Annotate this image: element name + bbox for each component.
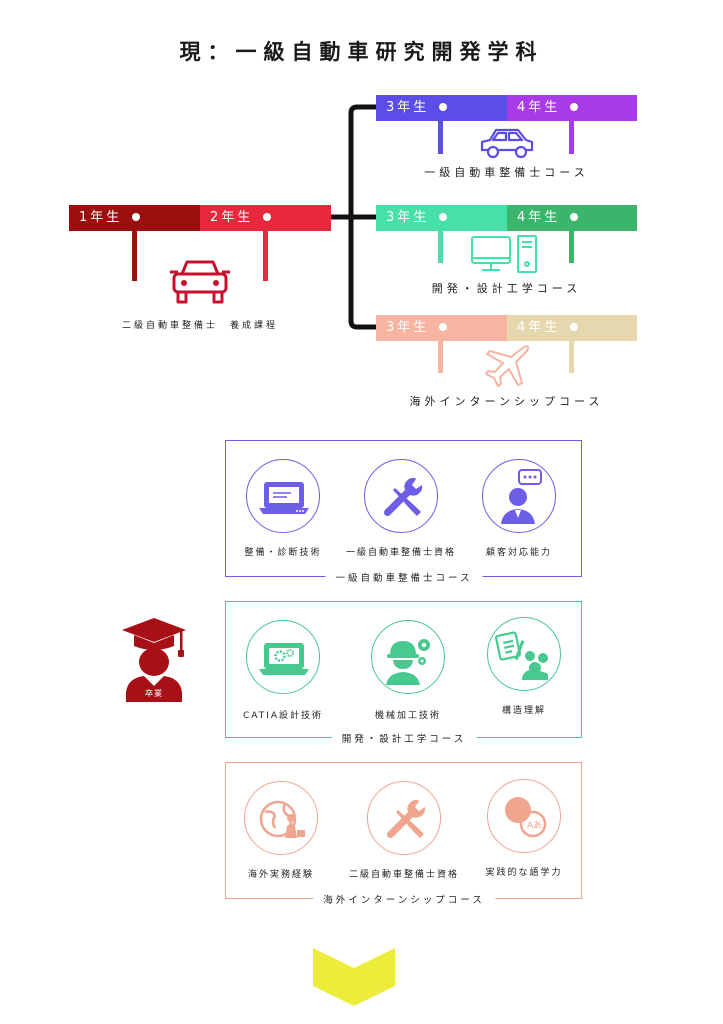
skill-box-internship: Aあ 海外実務経験 二級自動車整備士資格 実践的な語学力 海外インターンシップコ… <box>225 762 582 906</box>
svg-text:Aあ: Aあ <box>527 820 542 831</box>
skill-label: 一級自動車整備士資格 <box>345 548 457 558</box>
track1-year4-label: 4年生 <box>517 100 561 115</box>
track3-year3-bar: 3年生 <box>376 315 507 341</box>
track1-year4-bar: 4年生 <box>507 95 637 121</box>
track3-year4-bar: 4年生 <box>507 315 637 341</box>
dot-icon <box>439 102 448 111</box>
year1-stem <box>132 231 137 281</box>
track2-year3-label: 3年生 <box>386 210 430 225</box>
dot-icon <box>570 102 579 111</box>
globe-worker-icon <box>259 800 305 838</box>
graduation-icon <box>120 616 188 702</box>
skill-circle <box>367 781 441 855</box>
skill-label: 海外実務経験 <box>247 870 315 880</box>
dot-icon <box>439 212 448 221</box>
skill-circle <box>371 620 445 694</box>
track3-year4-stem <box>569 341 574 373</box>
skill-circle <box>246 620 320 694</box>
dot-icon <box>132 212 141 221</box>
customer-service-icon <box>501 469 542 524</box>
skill-box-title: 一級自動車整備士コース <box>325 570 483 584</box>
dot-icon <box>570 212 579 221</box>
track2-year3-bar: 3年生 <box>376 205 507 231</box>
skill-label: 機械加工技術 <box>374 711 442 721</box>
track2-year3-stem <box>438 231 443 263</box>
dot-icon <box>439 322 448 331</box>
skill-label: 顧客対応能力 <box>485 548 553 558</box>
year1-bar: 1年生 <box>69 205 200 231</box>
track2-year4-label: 4年生 <box>517 210 561 225</box>
year1-label: 1年生 <box>79 210 123 225</box>
year2-label: 2年生 <box>210 210 254 225</box>
skill-circle <box>246 459 320 533</box>
page-title: 現：一級自動車研究開発学科 <box>179 40 544 64</box>
language-icon: Aあ <box>505 797 547 838</box>
track1-course-label: 一級自動車整備士コース <box>424 166 589 179</box>
track2-year4-stem <box>569 231 574 263</box>
track3-year3-label: 3年生 <box>386 320 430 335</box>
track2-year4-bar: 4年生 <box>507 205 637 231</box>
team-icon <box>494 631 548 680</box>
computer-icon <box>470 234 542 274</box>
airplane-icon <box>482 343 530 389</box>
year1-course-label: 二級自動車整備士 養成課程 <box>121 321 278 331</box>
skill-label: 構造理解 <box>501 706 547 716</box>
track1-year3-bar: 3年生 <box>376 95 507 121</box>
skill-box-title: 海外インターンシップコース <box>313 892 495 906</box>
skill-label: 整備・診断技術 <box>244 548 322 558</box>
track3-year3-stem <box>438 341 443 373</box>
skill-circle <box>482 459 556 533</box>
track1-year3-label: 3年生 <box>386 100 430 115</box>
track2-course-label: 開発・設計工学コース <box>431 282 582 295</box>
cad-laptop-icon <box>259 643 309 675</box>
track3-course-label: 海外インターンシップコース <box>409 395 604 408</box>
skill-circle: Aあ <box>487 779 561 853</box>
tools-icon <box>383 477 423 517</box>
track1-year3-stem <box>438 121 443 154</box>
dot-icon <box>263 212 272 221</box>
bracket-connector <box>328 100 381 330</box>
chevron-down-icon <box>313 948 395 1006</box>
skill-box-title: 開発・設計工学コース <box>331 731 477 745</box>
laptop-icon <box>259 482 309 514</box>
track1-year4-stem <box>569 121 574 154</box>
graduate-badge: 卒業 <box>145 689 163 698</box>
dot-icon <box>570 322 579 331</box>
skill-label: CATIA設計技術 <box>242 711 324 721</box>
car-icon <box>168 256 232 308</box>
skill-label: 実践的な語学力 <box>485 868 563 878</box>
tools-icon <box>386 799 426 839</box>
skill-circle <box>364 459 438 533</box>
year2-stem <box>263 231 268 281</box>
track3-year4-label: 4年生 <box>517 320 561 335</box>
skill-circle <box>244 781 318 855</box>
skill-label: 二級自動車整備士資格 <box>348 870 460 880</box>
skill-box-engineering: CATIA設計技術 機械加工技術 構造理解 開発・設計工学コース <box>225 601 582 745</box>
sedan-icon <box>478 126 536 160</box>
year2-bar: 2年生 <box>200 205 331 231</box>
engineer-icon <box>386 639 430 685</box>
skill-circle <box>487 617 561 691</box>
skill-box-maintenance: 整備・診断技術 一級自動車整備士資格 顧客対応能力 一級自動車整備士コース <box>225 440 582 584</box>
